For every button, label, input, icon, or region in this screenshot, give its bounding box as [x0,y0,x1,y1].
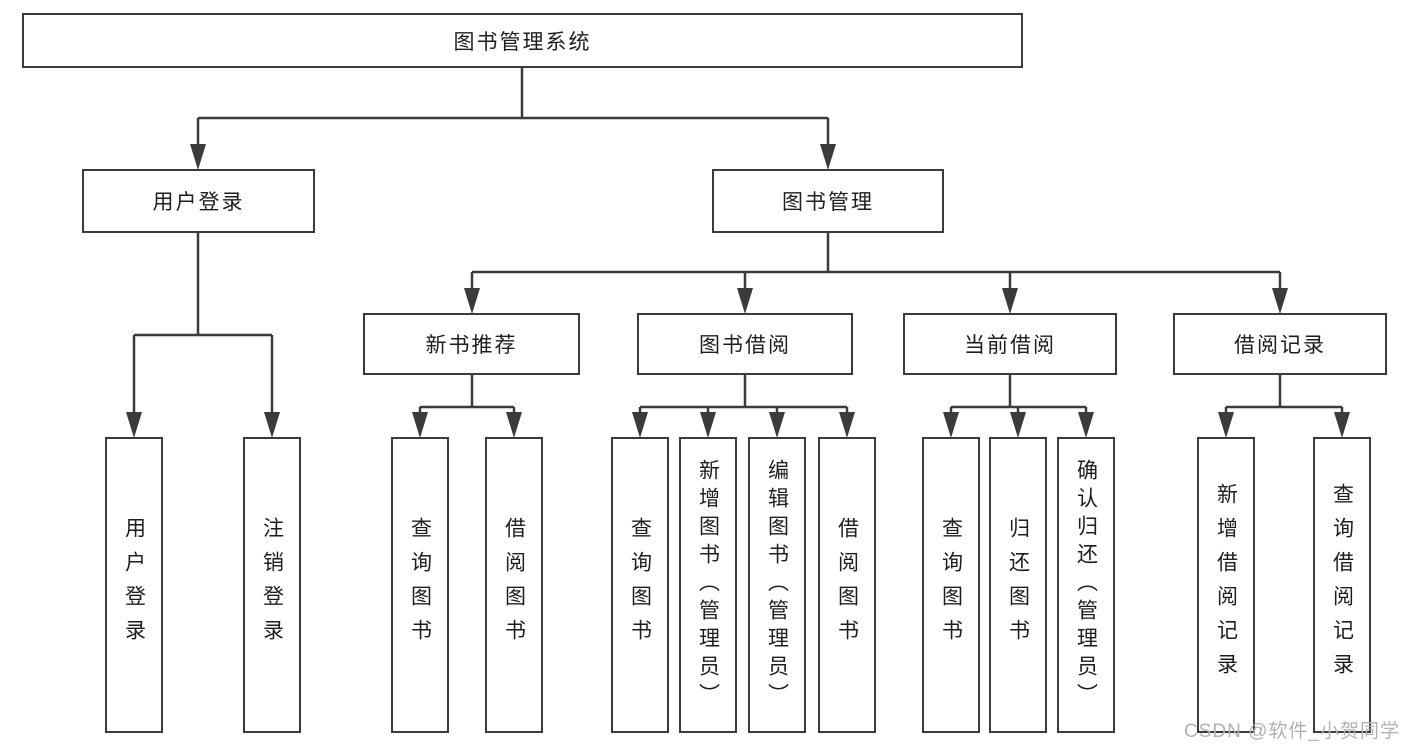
leaf-borrow-book-2: 借阅图书 [818,437,876,733]
node-label: 图书管理 [782,191,874,214]
node-label: 用户登录 [152,191,245,214]
node-label: 编辑图书（管理员） [765,459,789,711]
node-label: 注销登录 [260,517,284,653]
node-label: 新增借阅记录 [1214,483,1238,687]
node-book-management: 图书管理 [712,169,944,233]
node-label: 查询图书 [628,517,652,653]
node-label: 新书推荐 [425,334,518,357]
leaf-add-book-admin: 新增图书（管理员） [679,437,737,733]
node-label: 查询图书 [939,517,963,653]
node-book-borrow: 图书借阅 [637,313,853,375]
node-label: 图书管理系统 [453,30,592,54]
leaf-logout: 注销登录 [243,437,301,733]
node-label: 查询借阅记录 [1330,483,1354,687]
watermark: CSDN @软件_小贺同学 [1184,721,1400,742]
leaf-add-borrow-record: 新增借阅记录 [1197,437,1255,733]
node-label: 当前借阅 [964,334,1056,357]
leaf-borrow-book-1: 借阅图书 [485,437,543,733]
node-borrow-records: 借阅记录 [1173,313,1387,375]
node-label: 借阅图书 [835,517,859,653]
node-label: 借阅图书 [502,517,526,653]
node-label: 确认归还（管理员） [1074,459,1098,711]
leaf-return-book: 归还图书 [989,437,1047,733]
node-label: 借阅记录 [1234,334,1326,357]
node-label: 归还图书 [1006,517,1030,653]
leaf-query-borrow-record: 查询借阅记录 [1313,437,1371,733]
leaf-edit-book-admin: 编辑图书（管理员） [748,437,806,733]
node-new-book-recommend: 新书推荐 [363,313,580,375]
node-user-login: 用户登录 [82,169,315,233]
leaf-query-book-1: 查询图书 [391,437,449,733]
node-current-borrow: 当前借阅 [903,313,1117,375]
leaf-confirm-return-admin: 确认归还（管理员） [1057,437,1115,733]
node-label: 新增图书（管理员） [696,459,720,711]
leaf-user-login: 用户登录 [105,437,163,733]
leaf-query-book-2: 查询图书 [611,437,669,733]
node-label: 查询图书 [408,517,432,653]
node-label: 图书借阅 [699,334,791,357]
leaf-query-book-3: 查询图书 [922,437,980,733]
node-root-system: 图书管理系统 [22,13,1023,68]
node-label: 用户登录 [122,517,146,653]
